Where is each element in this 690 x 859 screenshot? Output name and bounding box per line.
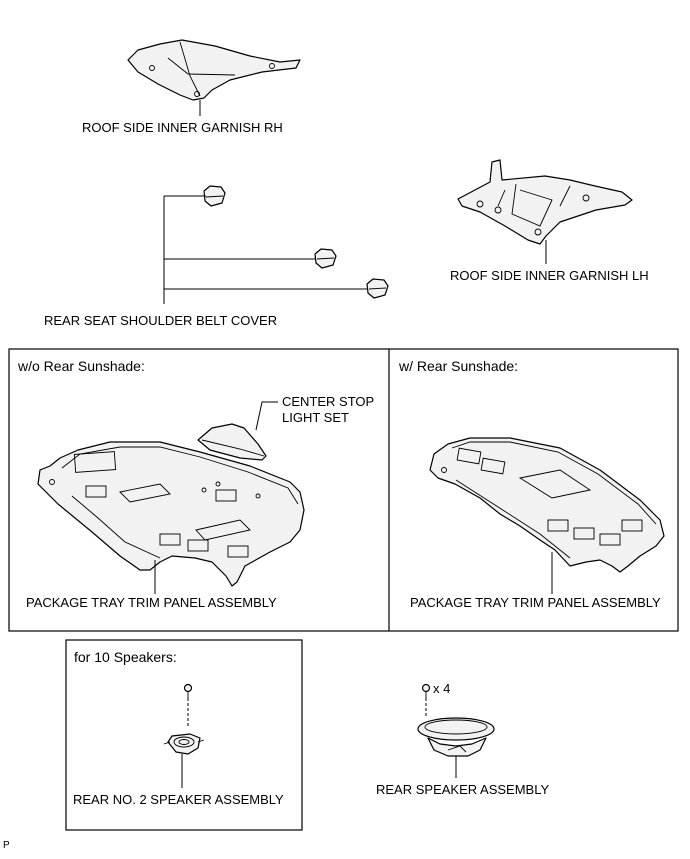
label-center-stop-light-2: LIGHT SET [282, 410, 349, 425]
rear-speaker-part [417, 717, 495, 757]
label-package-tray-right: PACKAGE TRAY TRIM PANEL ASSEMBLY [410, 595, 661, 610]
shoulder-belt-cover-parts [203, 185, 389, 299]
label-rear-no2-speaker: REAR NO. 2 SPEAKER ASSEMBLY [73, 792, 284, 807]
roof-side-inner-garnish-rh-part [127, 39, 301, 101]
label-package-tray-left: PACKAGE TRAY TRIM PANEL ASSEMBLY [26, 595, 277, 610]
panel-header-w-sunshade: w/ Rear Sunshade: [399, 358, 519, 374]
label-roof-garnish-rh: ROOF SIDE INNER GARNISH RH [82, 120, 283, 135]
leader-line-stop-light [255, 401, 278, 431]
package-tray-w-sunshade-part [429, 437, 665, 573]
rear-speaker-screw [421, 683, 431, 698]
panel-header-ten-speakers: for 10 Speakers: [74, 649, 177, 665]
roof-side-inner-garnish-lh-part [457, 159, 633, 245]
belt-cover-2 [314, 248, 337, 269]
panel-header-wo-sunshade: w/o Rear Sunshade: [18, 358, 145, 374]
package-tray-group-box [8, 348, 679, 632]
belt-cover-3 [366, 278, 389, 299]
center-stop-light-part [197, 423, 267, 461]
label-rear-speaker: REAR SPEAKER ASSEMBLY [376, 782, 550, 797]
belt-cover-1 [203, 185, 226, 207]
label-shoulder-belt-cover: REAR SEAT SHOULDER BELT COVER [44, 313, 278, 328]
ten-speakers-group-box [65, 639, 303, 831]
corner-mark: P [3, 840, 10, 851]
rear-no2-speaker-screw [183, 683, 193, 698]
label-roof-garnish-lh: ROOF SIDE INNER GARNISH LH [450, 268, 649, 283]
package-tray-wo-sunshade-part [37, 441, 305, 587]
leader-lines-belt-cover [163, 195, 368, 304]
label-center-stop-light-1: CENTER STOP [282, 394, 375, 409]
label-screw-count: x 4 [433, 681, 451, 696]
rear-no2-speaker-part [163, 733, 205, 755]
